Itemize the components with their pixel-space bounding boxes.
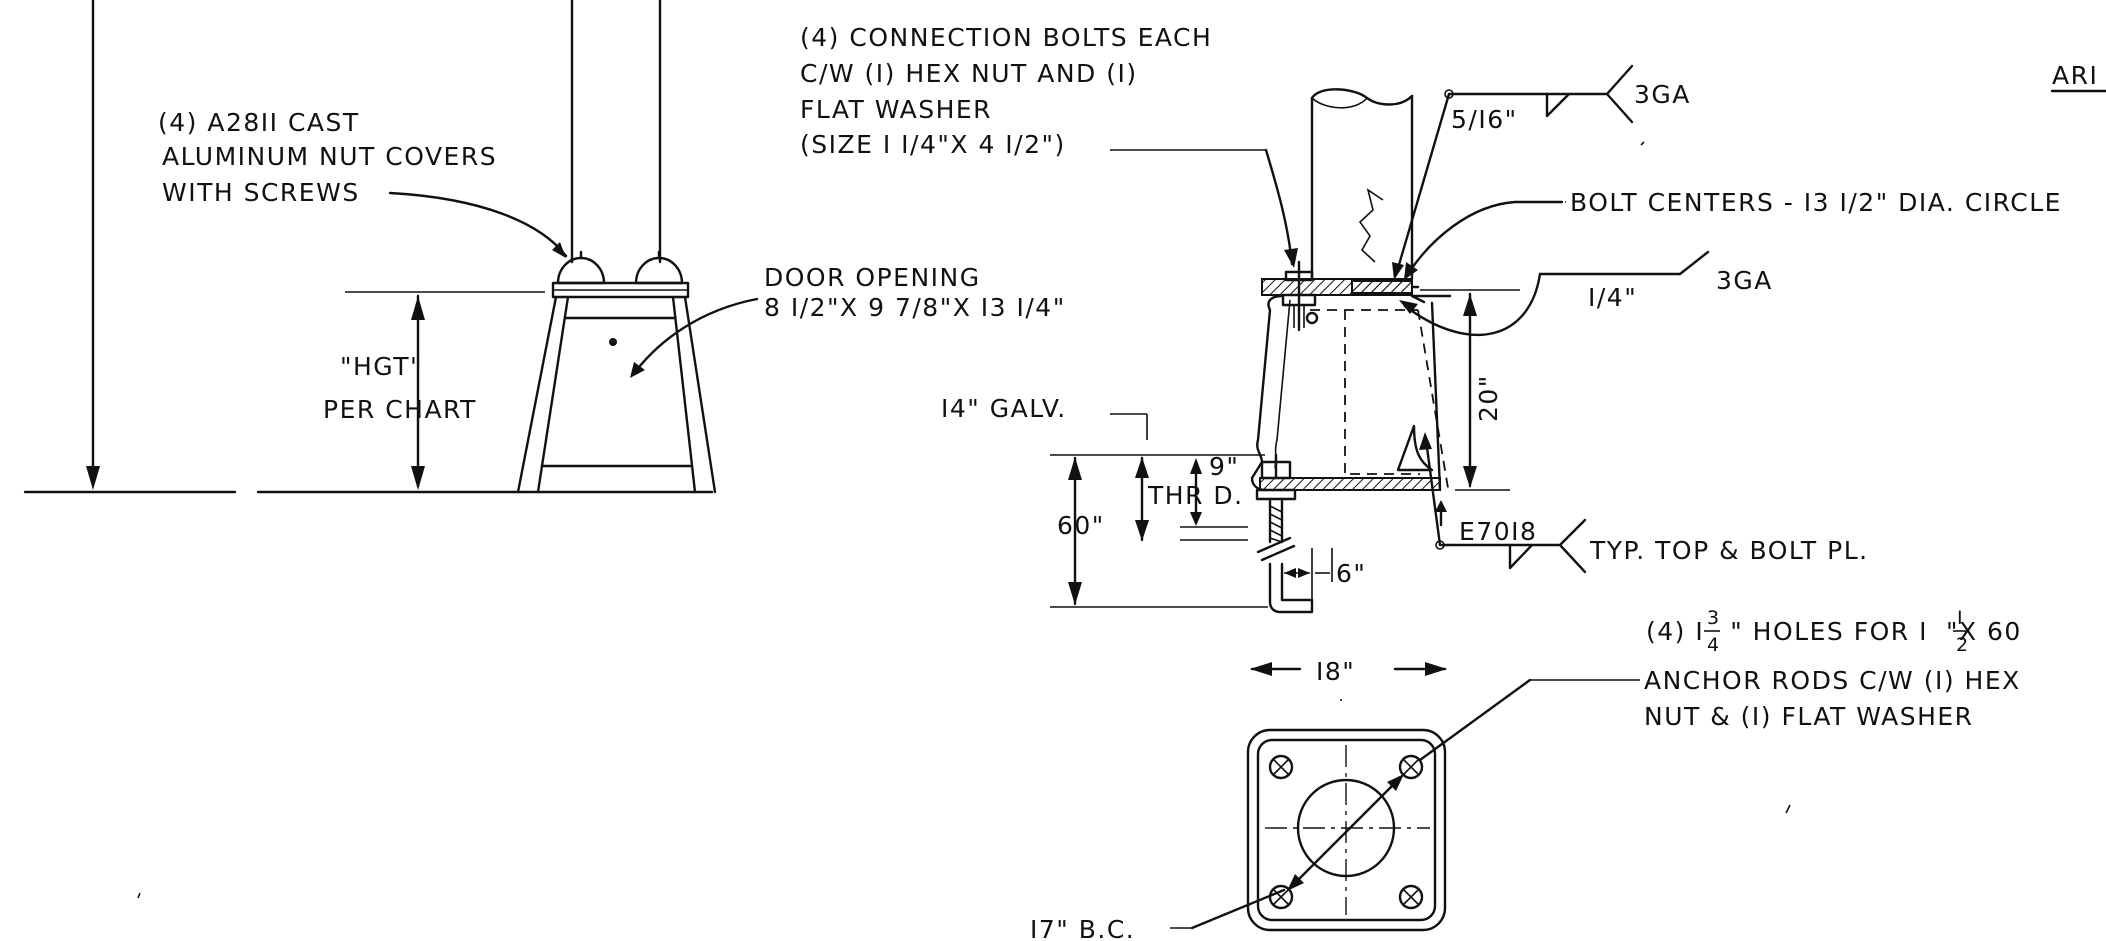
weld-mid-size: I/4" — [1588, 283, 1637, 312]
weld-top-size: 5/I6" — [1451, 105, 1518, 134]
bc-17-leader — [1190, 888, 1286, 930]
arrow-up-icon — [1190, 458, 1202, 474]
typ-top-label: TYP. TOP & BOLT PL. — [1589, 536, 1869, 565]
holes-frac1-den: 4 — [1707, 634, 1719, 656]
arrow-head-icon — [1284, 248, 1298, 268]
hgt-label-line-1: "HGT" — [340, 352, 423, 381]
anchor-hole-top-right — [1398, 754, 1424, 780]
arrow-left-icon — [1250, 662, 1272, 676]
weld-top-arrow-line — [1394, 92, 1451, 277]
base-outer-right — [683, 295, 717, 494]
nut-covers-line-1: (4) A28II CAST — [158, 108, 360, 137]
weld-mid-arrow-line — [1403, 272, 1542, 337]
nut-covers-leader — [388, 191, 568, 258]
weld-mid-gauge: 3GA — [1716, 266, 1773, 295]
arrow-head-icon — [1287, 874, 1304, 891]
height-20-label: 20" — [1474, 374, 1503, 422]
nut-cover-dome-left — [556, 256, 606, 285]
arrow-up-icon — [1463, 294, 1477, 316]
fillet-weld-icon — [1508, 543, 1534, 570]
arrow-head-icon — [1399, 300, 1418, 314]
arrow-head-icon — [1387, 774, 1404, 791]
door-latch-dot — [609, 338, 617, 346]
dim-6-label: 6" — [1336, 559, 1366, 588]
bolt-plate-inner — [1256, 738, 1437, 922]
arrow-down-icon — [1463, 466, 1477, 488]
base-shell-left — [1250, 294, 1284, 492]
arrow-left-icon — [1284, 568, 1296, 578]
holes-frac1-num: 3 — [1707, 607, 1719, 629]
door-opening-line-2: 8 I/2"X 9 7/8"X I3 I/4" — [764, 293, 1066, 322]
weld-tail-icon — [1558, 518, 1587, 574]
connection-bolts-line-3: FLAT WASHER — [800, 95, 992, 124]
nut-covers-line-3: WITH SCREWS — [162, 178, 360, 207]
electrode-label: E70I8 — [1459, 517, 1537, 546]
anchor-rods-line-2: NUT & (I) FLAT WASHER — [1644, 702, 1974, 731]
arrow-down-icon — [1135, 520, 1149, 541]
left-elevation — [23, 0, 759, 494]
arrow-down-icon — [1190, 512, 1202, 526]
arrow-head-icon — [630, 362, 645, 378]
bolt-circle-diameter-line — [1289, 776, 1402, 889]
arrow-head-icon — [1392, 262, 1404, 280]
connection-bolts-line-4: (SIZE I I/4"X 4 I/2") — [800, 130, 1066, 159]
arrow-head-icon — [1419, 432, 1432, 450]
holes-label: (4) I" HOLES FOR I"X 60 — [1646, 617, 2022, 646]
door-opening-line-1: DOOR OPENING — [764, 263, 981, 292]
anchor-rod-hook — [1268, 562, 1314, 614]
connection-bolts-line-2: C/W (I) HEX NUT AND (I) — [800, 59, 1138, 88]
corner-title-fragment: ARI — [2052, 61, 2098, 90]
weld-e7018-arrow-line — [1424, 438, 1442, 547]
anchor-rods-leader — [1418, 678, 1532, 762]
arrow-up-icon — [1068, 457, 1082, 480]
bolt-plate-section — [1259, 477, 1441, 491]
arrow-up-icon — [1135, 457, 1149, 478]
arrow-right-icon — [1298, 568, 1310, 578]
bolt-plate-outer — [1246, 728, 1447, 932]
weld-top-gauge: 3GA — [1634, 80, 1691, 109]
arrow-down-icon — [1068, 582, 1082, 605]
arrow-up-icon — [411, 296, 425, 320]
bc-17-label: I7" B.C. — [1030, 915, 1135, 941]
anchor-rod-break — [1256, 536, 1296, 562]
anchor-hole-bottom-right — [1398, 884, 1424, 910]
arrow-down-icon — [411, 466, 425, 490]
thrd-label: THR D. — [1147, 481, 1244, 510]
thrd-9-label: 9" — [1209, 452, 1239, 481]
section-view — [1050, 64, 1710, 676]
nut-covers-line-2: ALUMINUM NUT COVERS — [162, 142, 497, 171]
base-outer-left — [516, 295, 558, 494]
bolt-centers-leader — [1406, 200, 1564, 276]
holes-frac2-num: I — [1957, 607, 1963, 629]
dim-18-label: I8" — [1316, 657, 1355, 686]
weld-tail-icon — [1605, 64, 1634, 124]
weld-tail-icon — [1678, 250, 1710, 276]
annotations: (4) A28II CAST ALUMINUM NUT COVERS WITH … — [158, 23, 2106, 941]
nut-cover-dome-right — [634, 256, 684, 285]
arrow-up-icon — [1435, 500, 1447, 512]
galv-14-label: I4" GALV. — [941, 394, 1067, 423]
arrow-head-icon — [552, 242, 566, 258]
anchor-rod-threads — [1269, 505, 1283, 543]
door-opening-leader — [633, 297, 759, 374]
gusset — [1396, 424, 1434, 472]
fillet-weld-icon — [1545, 92, 1571, 118]
bolt-plate-plan-view — [1170, 678, 1640, 932]
dim-60-label: 60" — [1057, 511, 1105, 540]
holes-mid: " HOLES FOR I — [1730, 617, 1928, 646]
arrow-right-icon — [1425, 662, 1447, 676]
hgt-label-line-2: PER CHART — [323, 395, 477, 424]
holes-lead: (4) I — [1646, 617, 1704, 646]
holes-frac2-den: 2 — [1956, 634, 1968, 656]
anchor-rods-line-1: ANCHOR RODS C/W (I) HEX — [1644, 666, 2021, 695]
arrow-head-icon — [1404, 262, 1418, 280]
base-shell-right — [1430, 301, 1442, 492]
bolt-centers-label: BOLT CENTERS - I3 I/2" DIA. CIRCLE — [1570, 188, 2062, 217]
connection-bolts-leader — [1264, 148, 1294, 266]
arrow-down-icon — [86, 466, 100, 490]
anchor-hole-top-left — [1268, 754, 1294, 780]
connection-bolts-line-1: (4) CONNECTION BOLTS EACH — [800, 23, 1212, 52]
